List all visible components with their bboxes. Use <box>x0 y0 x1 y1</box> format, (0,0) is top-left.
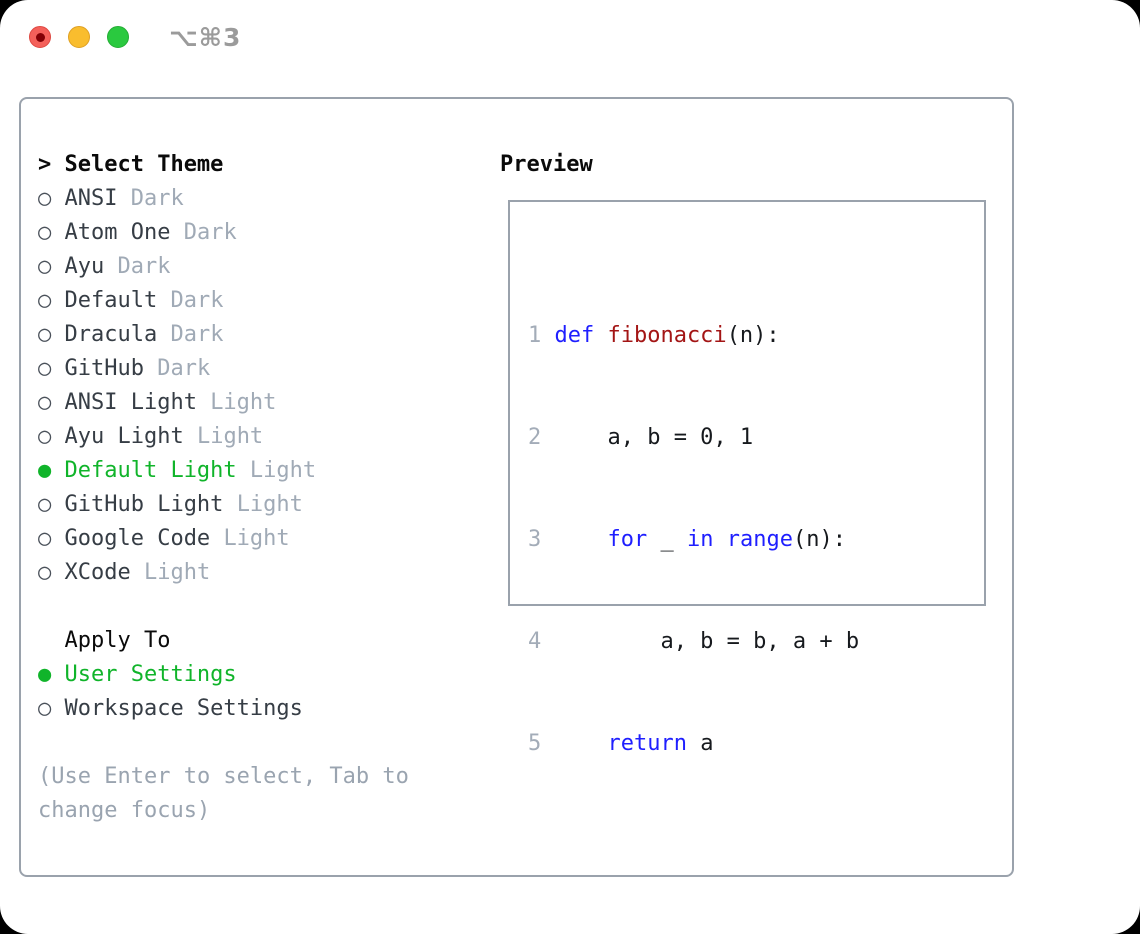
apply-to-header: Apply To <box>38 624 478 658</box>
radio-selected-icon: ● <box>38 662 52 687</box>
radio-selected-icon: ● <box>38 458 52 483</box>
radio-icon: ○ <box>38 356 52 381</box>
spacer <box>38 590 478 624</box>
keyboard-hint: (Use Enter to select, Tab to change focu… <box>38 764 409 823</box>
theme-option-atom-one-dark[interactable]: ○Atom One Dark <box>38 216 478 250</box>
radio-icon: ○ <box>38 390 52 415</box>
code-line: 5 return a <box>528 731 714 756</box>
theme-option-google-code[interactable]: ○Google Code Light <box>38 522 478 556</box>
focus-caret-icon: > <box>38 152 52 177</box>
radio-icon: ○ <box>38 186 52 211</box>
code-line: 2 a, b = 0, 1 <box>528 425 754 450</box>
theme-option-default-light[interactable]: ●Default Light Light <box>38 454 478 488</box>
title-bar: ⌥⌘3 <box>29 23 241 52</box>
theme-option-dracula-dark[interactable]: ○Dracula Dark <box>38 318 478 352</box>
apply-option-user-settings[interactable]: ●User Settings <box>38 658 478 692</box>
radio-icon: ○ <box>38 288 52 313</box>
spacer <box>38 624 64 658</box>
apply-option-workspace-settings[interactable]: ○Workspace Settings <box>38 692 478 726</box>
zoom-button[interactable] <box>107 26 129 48</box>
theme-option-github-dark[interactable]: ○GitHub Dark <box>38 352 478 386</box>
radio-icon: ○ <box>38 322 52 347</box>
theme-list-title: Select Theme <box>64 152 224 177</box>
theme-list: >Select Theme ○ANSI Dark ○Atom One Dark … <box>38 148 478 828</box>
theme-selector-panel: >Select Theme ○ANSI Dark ○Atom One Dark … <box>19 97 1014 877</box>
preview-title: Preview <box>500 152 593 177</box>
radio-icon: ○ <box>38 492 52 517</box>
code-line: 3 for _ in range(n): <box>528 527 846 552</box>
theme-option-ayu-dark[interactable]: ○Ayu Dark <box>38 250 478 284</box>
radio-icon: ○ <box>38 424 52 449</box>
close-button[interactable] <box>29 26 51 48</box>
theme-list-header: > Select Theme <box>38 148 478 182</box>
theme-option-ayu-light[interactable]: ○Ayu Light Light <box>38 420 478 454</box>
theme-option-ansi-light[interactable]: ○ANSI Light Light <box>38 386 478 420</box>
theme-option-default-dark[interactable]: ○Default Dark <box>38 284 478 318</box>
theme-option-ansi-dark[interactable]: ○ANSI Dark <box>38 182 478 216</box>
code-line: 4 a, b = b, a + b <box>528 629 860 654</box>
minimize-button[interactable] <box>68 26 90 48</box>
window-shortcut-label: ⌥⌘3 <box>169 22 242 52</box>
spacer <box>38 726 478 760</box>
diff-preview: 1 This is a context line. 2 - This line … <box>528 897 984 934</box>
radio-icon: ○ <box>38 526 52 551</box>
radio-icon: ○ <box>38 696 52 721</box>
radio-icon: ○ <box>38 220 52 245</box>
theme-option-xcode[interactable]: ○XCode Light <box>38 556 478 590</box>
radio-icon: ○ <box>38 560 52 585</box>
theme-option-github-light[interactable]: ○GitHub Light Light <box>38 488 478 522</box>
radio-icon: ○ <box>38 254 52 279</box>
apply-to-title: Apply To <box>64 628 171 653</box>
